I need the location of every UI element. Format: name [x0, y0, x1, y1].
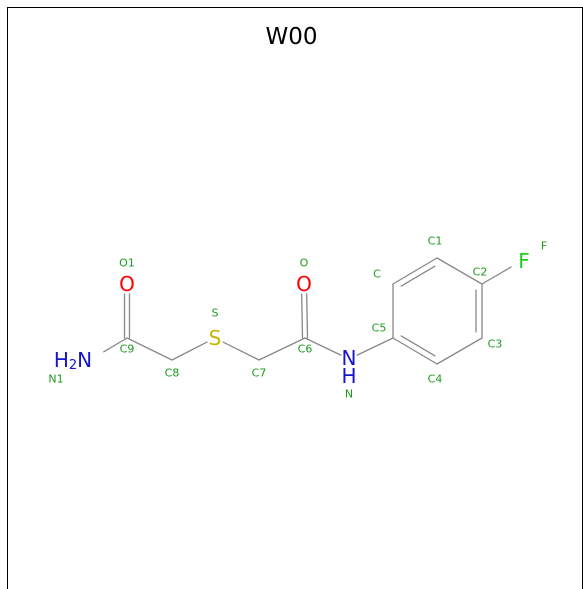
atom-label-N1: N1 [48, 373, 63, 386]
bond-c8-s [171, 341, 208, 361]
atom-label-O1: O1 [119, 257, 135, 270]
atom-symbol-N1-text: H2N [54, 348, 92, 373]
bond-c3-c4 [436, 337, 483, 365]
n1-n-part: N [77, 348, 92, 372]
canvas-frame [7, 7, 583, 589]
atom-label-C6: C6 [298, 343, 313, 356]
atom-label-C8: C8 [165, 367, 180, 380]
atom-label-S: S [212, 307, 219, 320]
bond-n-c5 [356, 337, 394, 356]
atom-label-C7: C7 [252, 367, 267, 380]
bond-c6-o-a [306, 293, 309, 339]
n1-subscript: 2 [69, 358, 77, 373]
bond-c2-f [481, 266, 512, 285]
atom-symbol-O1: O [119, 272, 135, 296]
bond-c-c1-inner [400, 265, 436, 287]
atom-symbol-S: S [209, 326, 222, 350]
bond-c6-o-b [301, 293, 304, 339]
bond-s-c7 [222, 341, 260, 361]
bond-layer [103, 257, 512, 365]
bond-c9-c8 [126, 337, 173, 361]
atom-label-C4: C4 [428, 373, 443, 386]
bond-c4-c5 [392, 337, 438, 365]
atom-label-N: N [345, 388, 353, 401]
bond-c-c1 [392, 257, 438, 285]
atom-label-C5: C5 [372, 322, 387, 335]
atom-label-C: C [373, 268, 381, 281]
bond-c4-c5-inner [400, 335, 436, 357]
n1-h-part: H [54, 348, 69, 372]
atom-label-C9: C9 [120, 343, 135, 356]
atom-label-C1: C1 [428, 235, 443, 248]
atom-label-O: O [300, 257, 309, 270]
bond-n1-c9 [103, 337, 128, 353]
molecule-title: W00 [265, 24, 318, 50]
atom-symbol-O: O [296, 272, 312, 296]
atom-label-C2: C2 [473, 266, 488, 279]
atom-symbol-N1: H2N [54, 348, 92, 373]
atom-symbol-N-hydrogen: H [341, 364, 356, 388]
atom-symbol-N: N [342, 346, 357, 370]
atom-label-F: F [541, 240, 547, 253]
bond-c6-n [304, 337, 342, 356]
bond-c7-c6 [258, 337, 306, 361]
bond-c1-c2 [436, 257, 483, 285]
atom-symbol-F: F [518, 249, 530, 273]
atom-label-C3: C3 [488, 338, 503, 351]
